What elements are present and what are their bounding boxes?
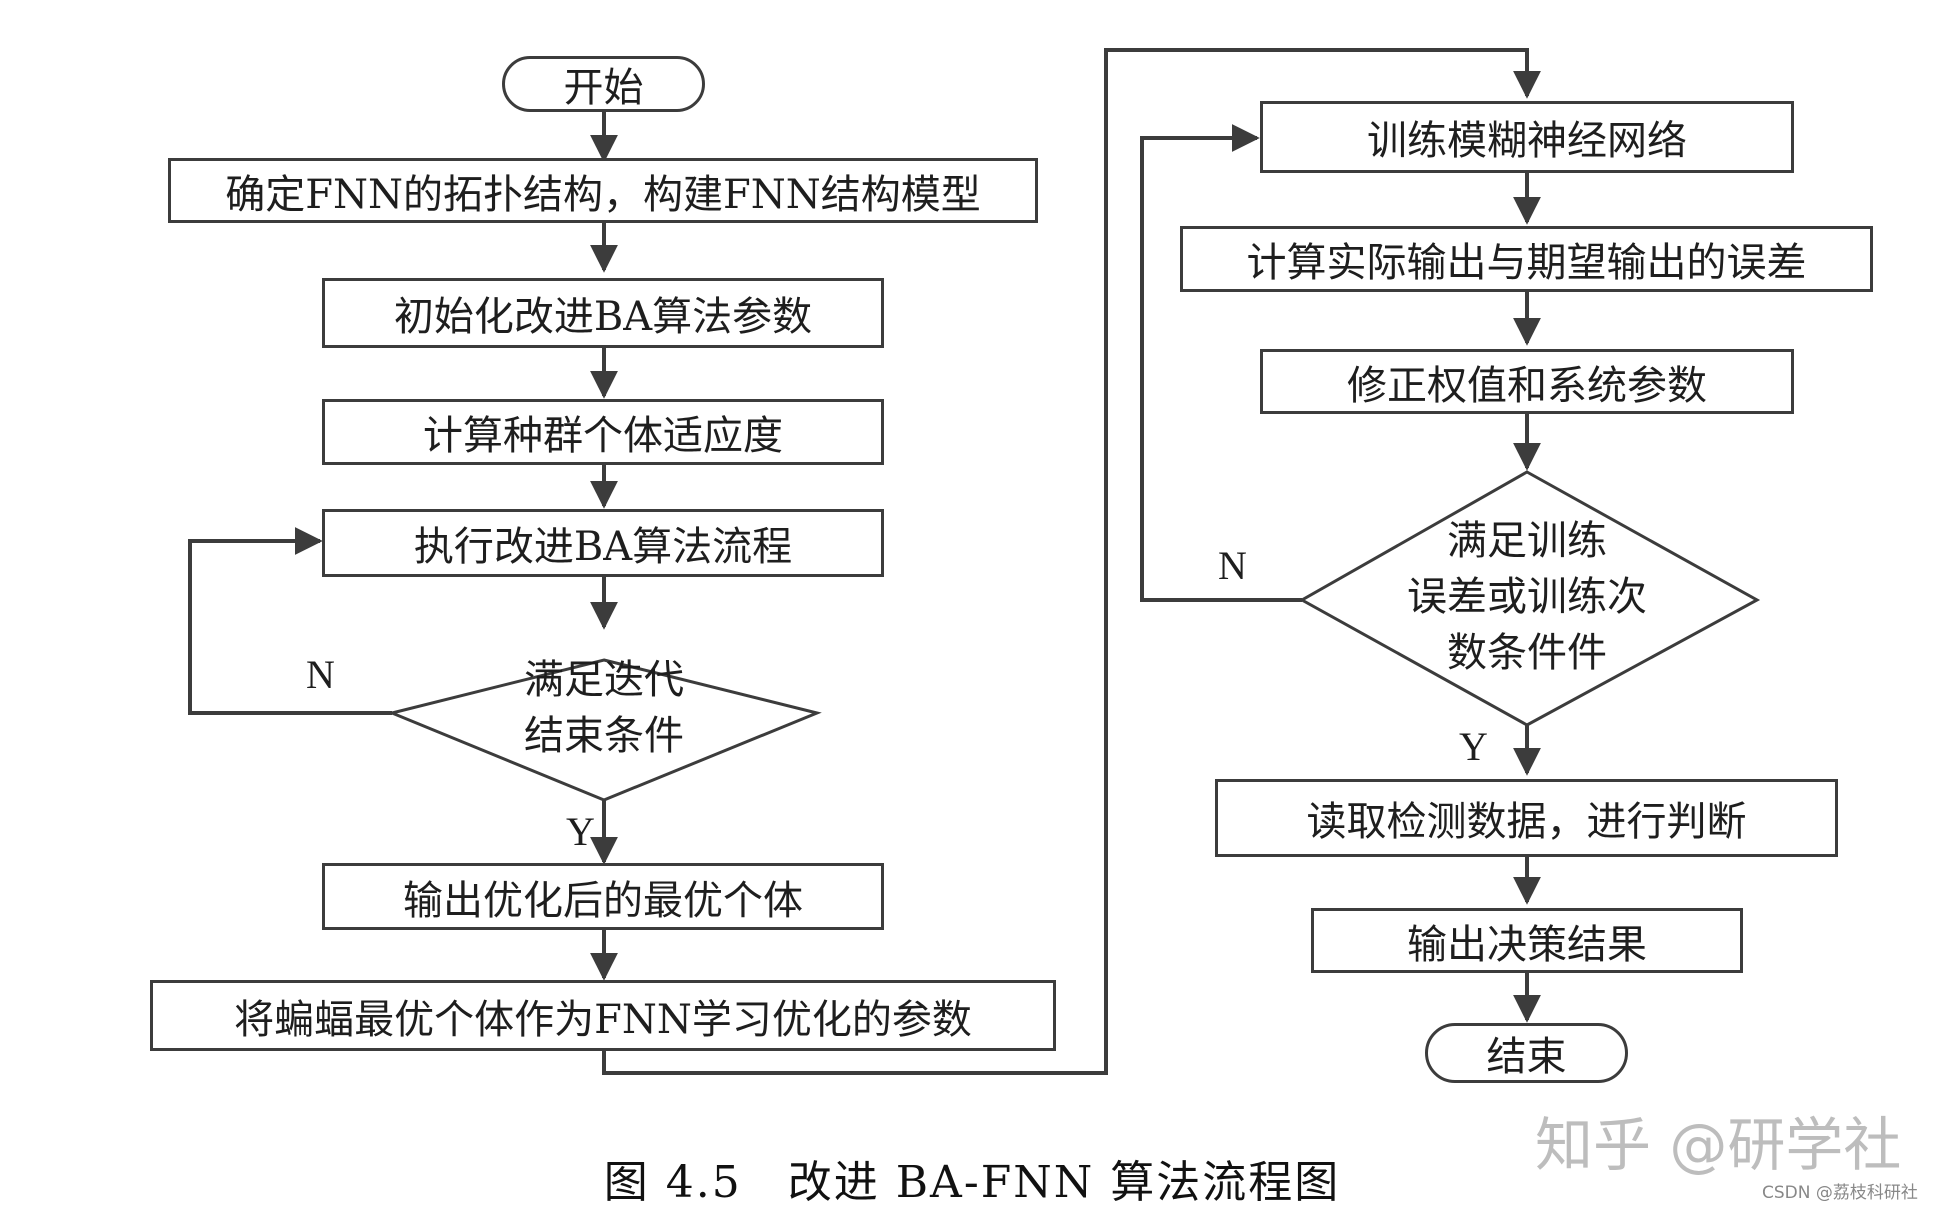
label-no-training: N — [1218, 543, 1247, 588]
output-best-box: 输出优化后的最优个体 — [322, 863, 884, 930]
decision-training-shape — [1298, 470, 1761, 727]
figure-caption: 图 4.5 改进 BA-FNN 算法流程图 — [603, 1157, 1341, 1208]
calc-fitness-box: 计算种群个体适应度 — [322, 399, 884, 465]
label-yes-iteration: Y — [566, 809, 595, 854]
end-terminal: 结束 — [1425, 1023, 1628, 1083]
connector-to-training — [602, 48, 1541, 1075]
loop-no-training — [1140, 124, 1302, 602]
read-data-box: 读取检测数据，进行判断 — [1215, 779, 1838, 857]
run-improved-ba-box: 执行改进BA算法流程 — [322, 509, 884, 577]
decision-iteration-line-1: 满足迭代 — [524, 657, 684, 703]
decision-iteration-line-2: 结束条件 — [524, 713, 684, 759]
decision-iteration-text: 满足迭代 结束条件 — [454, 652, 754, 764]
label-no-iteration: N — [306, 652, 335, 697]
define-topology-box: 确定FNN的拓扑结构，构建FNN结构模型 — [168, 158, 1038, 223]
output-decision-box: 输出决策结果 — [1311, 908, 1743, 973]
zhihu-watermark: 知乎 @研学社 — [1535, 1111, 1902, 1179]
decision-training-line-3: 数条件件 — [1447, 630, 1607, 676]
correct-weights-box: 修正权值和系统参数 — [1260, 349, 1794, 414]
calc-error-box: 计算实际输出与期望输出的误差 — [1180, 226, 1873, 292]
csdn-tag: CSDN @荔枝科研社 — [1762, 1183, 1918, 1203]
decision-training-line-1: 满足训练 — [1447, 518, 1607, 564]
decision-iteration-shape — [387, 658, 822, 802]
init-params-box: 初始化改进BA算法参数 — [322, 278, 884, 348]
bat-as-params-box: 将蝙蝠最优个体作为FNN学习优化的参数 — [150, 980, 1056, 1051]
decision-training-text: 满足训练 误差或训练次 数条件件 — [1367, 513, 1687, 681]
start-terminal: 开始 — [502, 56, 705, 112]
decision-training-line-2: 误差或训练次 — [1407, 574, 1647, 620]
loop-no-iteration — [188, 527, 392, 715]
label-yes-training: Y — [1459, 724, 1488, 769]
train-fnn-box: 训练模糊神经网络 — [1260, 101, 1794, 173]
